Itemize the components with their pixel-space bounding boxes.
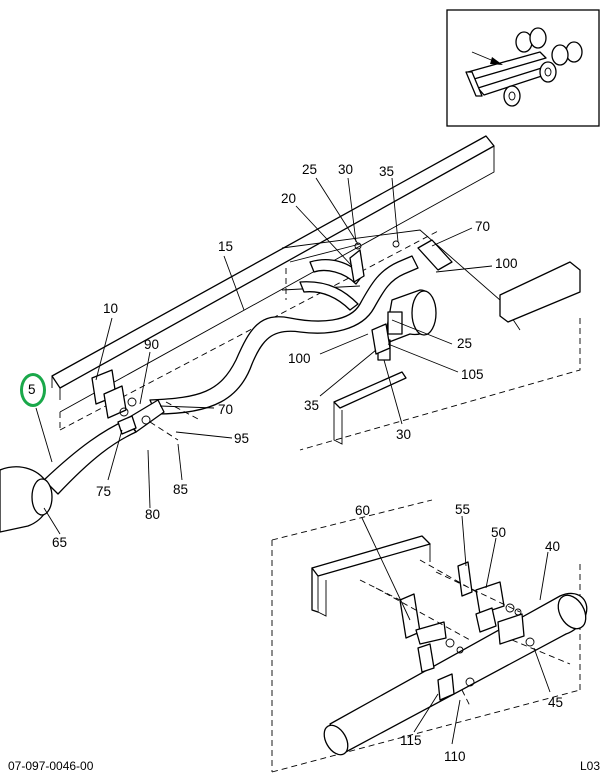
callout-70-lower[interactable]: 70 [218, 402, 234, 417]
hanger-brackets [91, 240, 400, 419]
callout-35-lower[interactable]: 35 [304, 398, 320, 413]
callout-20[interactable]: 20 [281, 191, 297, 206]
muffler-upper [377, 289, 437, 361]
lower-clamps [359, 559, 571, 707]
lower-detail-frame [271, 499, 581, 773]
sheet-code: L03 [580, 759, 601, 773]
callout-115[interactable]: 115 [400, 733, 422, 748]
callout-15[interactable]: 15 [218, 239, 234, 254]
callout-60[interactable]: 60 [355, 503, 371, 518]
callout-80[interactable]: 80 [145, 507, 161, 522]
callout-105[interactable]: 105 [461, 367, 484, 382]
callout-30-upper[interactable]: 30 [338, 162, 354, 177]
callout-30-lower[interactable]: 30 [396, 427, 412, 442]
callout-85[interactable]: 85 [173, 482, 189, 497]
callout-45[interactable]: 45 [548, 695, 564, 710]
callout-100-lower[interactable]: 100 [288, 351, 311, 366]
callout-40[interactable]: 40 [545, 539, 561, 554]
callout-35-upper[interactable]: 35 [379, 164, 395, 179]
callout-65[interactable]: 65 [52, 535, 68, 550]
exhaust-pipe-lower [0, 399, 201, 533]
callout-70-upper[interactable]: 70 [475, 219, 491, 234]
callout-25-upper[interactable]: 25 [302, 162, 318, 177]
selected-callout-highlight [20, 373, 46, 407]
callout-75[interactable]: 75 [96, 484, 112, 499]
callout-10[interactable]: 10 [103, 301, 119, 316]
callout-100-upper[interactable]: 100 [495, 256, 518, 271]
frame-rail [51, 135, 495, 431]
right-channel-bracket [299, 261, 581, 451]
vehicle-locator-inset [446, 9, 600, 127]
callout-95[interactable]: 95 [234, 431, 250, 446]
leader-lines [35, 177, 551, 745]
lower-muffler [323, 592, 588, 756]
callout-90[interactable]: 90 [144, 337, 160, 352]
callout-50[interactable]: 50 [491, 525, 507, 540]
exhaust-pipe-upper [149, 239, 453, 415]
drawing-number: 07-097-0046-00 [8, 759, 94, 773]
callout-25-lower[interactable]: 25 [457, 336, 473, 351]
callout-110[interactable]: 110 [444, 749, 466, 764]
callout-55[interactable]: 55 [455, 502, 471, 517]
